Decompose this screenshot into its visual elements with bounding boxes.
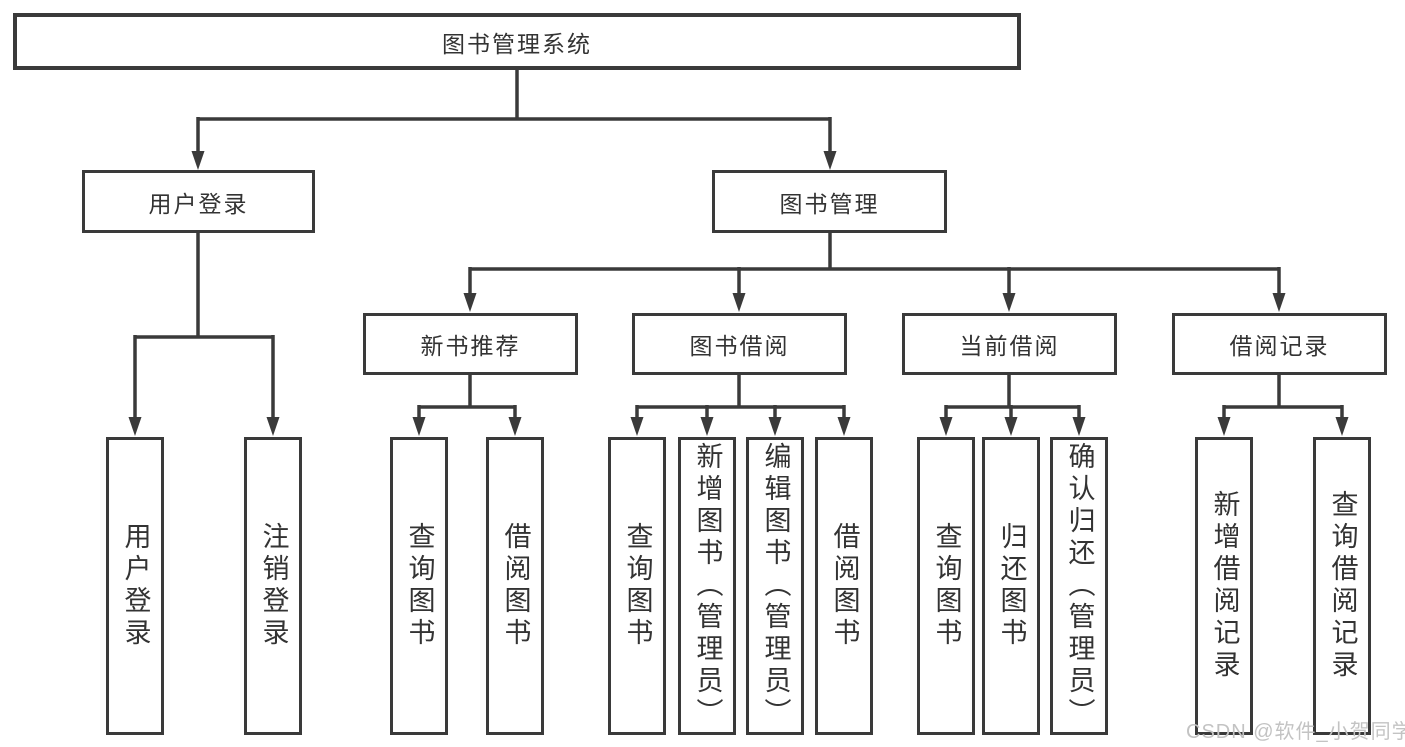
leaf-query-borrowing-record: 查询借阅记录 — [1313, 437, 1371, 735]
arrowheads-level1 — [191, 151, 837, 170]
node-label: 用户登录 — [120, 522, 151, 650]
node-label: 确认归还（管理员） — [1064, 442, 1095, 730]
node-label: 归还图书 — [996, 522, 1027, 650]
leaf-add-books-admin: 新增图书（管理员） — [678, 437, 736, 735]
leaf-query-books-borrowing: 查询图书 — [608, 437, 666, 735]
node-borrowing-records: 借阅记录 — [1172, 313, 1387, 375]
leaf-borrow-books: 借阅图书 — [815, 437, 873, 735]
node-label: 图书借阅 — [689, 333, 790, 359]
node-book-management: 图书管理 — [712, 170, 947, 233]
leaf-borrow-books-recommend: 借阅图书 — [486, 437, 544, 735]
connector-book-management-branch — [468, 233, 1281, 297]
csdn-watermark: CSDN @软件_小贺同学 — [1186, 721, 1405, 743]
connector-new-book-branch — [417, 375, 517, 421]
leaf-user-login: 用户登录 — [106, 437, 164, 735]
leaf-logout: 注销登录 — [244, 437, 302, 735]
node-label: 新增借阅记录 — [1209, 490, 1240, 682]
node-label: 编辑图书（管理员） — [760, 442, 791, 730]
node-label: 图书管理 — [779, 190, 880, 217]
leaf-add-borrowing-record: 新增借阅记录 — [1195, 437, 1253, 735]
connector-root-to-level1 — [196, 70, 832, 158]
node-label: 图书管理系统 — [442, 30, 592, 57]
node-label: 当前借阅 — [959, 333, 1060, 359]
connector-book-borrowing-branch — [635, 375, 846, 421]
node-book-borrowing: 图书借阅 — [632, 313, 847, 375]
connector-current-borrowing-branch — [944, 375, 1081, 421]
node-label: 查询图书 — [931, 522, 962, 650]
node-current-borrowing: 当前借阅 — [902, 313, 1117, 375]
node-label: 借阅记录 — [1229, 333, 1330, 359]
connector-user-login-branch — [133, 233, 275, 422]
node-label: 借阅图书 — [829, 522, 860, 650]
leaf-return-books: 归还图书 — [982, 437, 1040, 735]
arrowheads-new-book-branch — [412, 417, 522, 436]
leaf-query-books-recommend: 查询图书 — [390, 437, 448, 735]
arrowheads-book-borrowing-branch — [630, 417, 851, 436]
arrowheads-borrowing-records-branch — [1217, 417, 1349, 436]
node-library-management-system: 图书管理系统 — [13, 13, 1021, 70]
leaf-confirm-return-admin: 确认归还（管理员） — [1050, 437, 1108, 735]
leaf-query-books-current: 查询图书 — [917, 437, 975, 735]
node-label: 查询图书 — [404, 522, 435, 650]
node-label: 注销登录 — [258, 522, 289, 650]
node-label: 新书推荐 — [420, 333, 521, 359]
node-label: 借阅图书 — [500, 522, 531, 650]
arrowheads-user-login-branch — [128, 417, 280, 436]
node-user-login: 用户登录 — [82, 170, 315, 233]
arrowheads-book-management-branch — [463, 293, 1286, 312]
node-new-book-recommendation: 新书推荐 — [363, 313, 578, 375]
arrowheads-current-borrowing-branch — [939, 417, 1086, 436]
connector-borrowing-records-branch — [1222, 375, 1344, 421]
node-label: 查询借阅记录 — [1327, 490, 1358, 682]
node-label: 查询图书 — [622, 522, 653, 650]
leaf-edit-books-admin: 编辑图书（管理员） — [746, 437, 804, 735]
node-label: 用户登录 — [148, 190, 249, 217]
node-label: 新增图书（管理员） — [692, 442, 723, 730]
